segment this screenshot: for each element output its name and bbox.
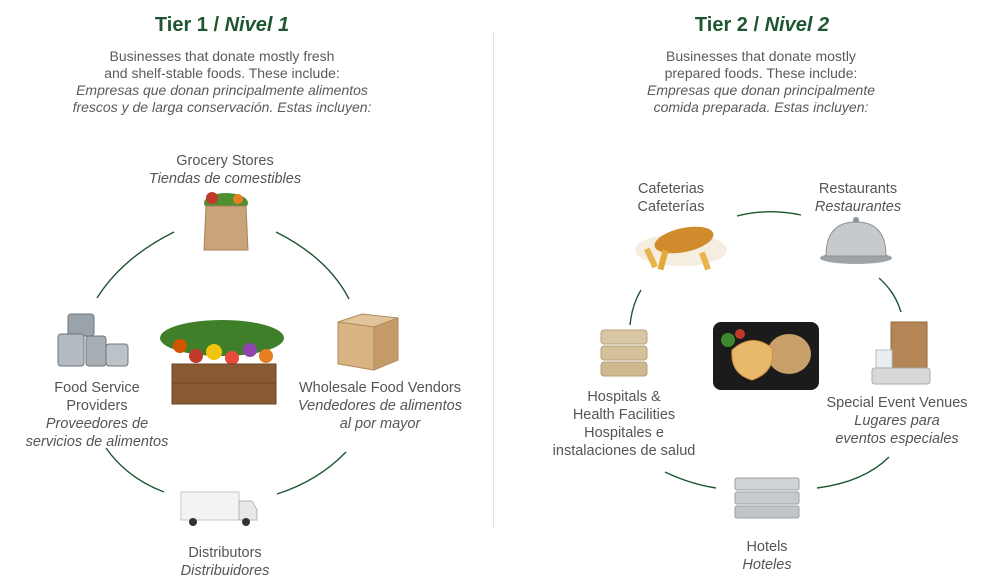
ring-arc: [276, 451, 347, 495]
tier1-title: Tier 1 / Nivel 1: [154, 14, 290, 36]
meal-container-icon: [713, 322, 819, 390]
tier2-ring: [629, 211, 902, 489]
grocery-bag-icon: [203, 192, 249, 251]
special-events-label: Special Event Venues Lugares para evento…: [826, 395, 968, 447]
ring-arc: [664, 471, 717, 489]
delivery-truck-icon: [180, 491, 258, 526]
hotels-label: Hotels Hoteles: [742, 539, 792, 573]
food-service-label: Food Service Providers Proveedores de se…: [25, 380, 169, 450]
ring-arc: [105, 447, 165, 493]
fish-and-chips-icon: [635, 226, 727, 271]
ring-arc: [629, 289, 642, 326]
ring-arc: [878, 277, 902, 313]
tier1-intro: Businesses that donate mostly fresh and …: [72, 48, 372, 115]
hospitals-label: Hospitals & Health Facilities Hospitales…: [552, 389, 696, 459]
tier2-intro: Businesses that donate mostly prepared f…: [646, 48, 876, 115]
grocery-stores-label: Grocery Stores Tiendas de comestibles: [148, 153, 302, 187]
cafeterias-label: Cafeterias Cafeterías: [637, 181, 705, 215]
ring-arc: [816, 456, 890, 489]
wholesale-vendors-label: Wholesale Food Vendors Vendedores de ali…: [298, 380, 462, 432]
produce-crate-icon: [160, 320, 284, 405]
foil-trays-icon: [734, 477, 800, 519]
column-divider: [493, 32, 494, 528]
wooden-crate-icon: [337, 313, 399, 371]
ring-arc: [96, 231, 175, 299]
stacked-containers-icon: [600, 329, 648, 377]
cloche-icon: [820, 217, 892, 264]
restaurants-label: Restaurants Restaurantes: [814, 181, 902, 215]
distributors-label: Distributors Distribuidores: [180, 545, 270, 579]
tier2-title: Tier 2 / Nivel 2: [694, 14, 830, 36]
takeout-bag-icon: [871, 321, 931, 385]
canned-goods-icon: [57, 313, 129, 367]
ring-arc: [736, 211, 802, 217]
tier1-ring: [96, 231, 350, 495]
ring-arc: [275, 231, 350, 300]
